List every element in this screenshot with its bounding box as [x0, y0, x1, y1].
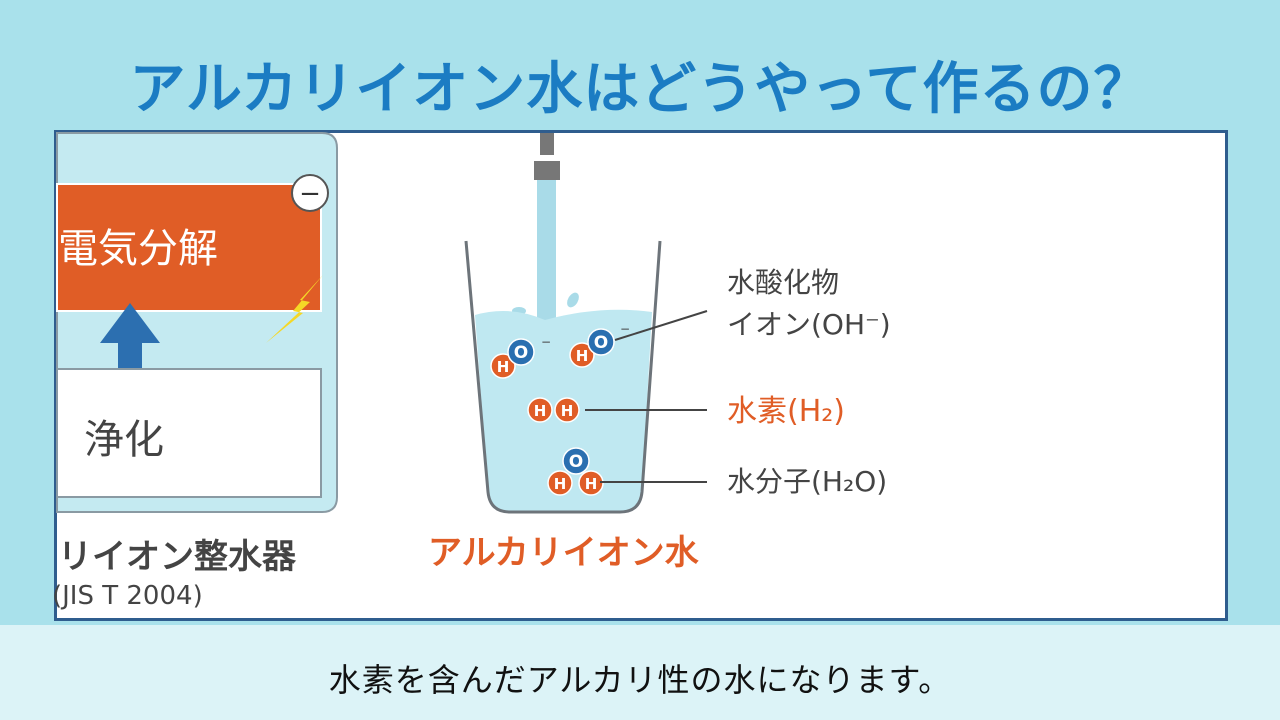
- hydrogen-atom: H: [527, 397, 553, 423]
- hydrogen-label: 水素(H₂): [727, 394, 845, 429]
- electrolysis-box: [56, 183, 322, 312]
- hydrogen-atom: H: [578, 470, 604, 496]
- minus-electrode-icon: −: [291, 174, 329, 212]
- oxygen-atom: O: [507, 338, 535, 366]
- device-name: リイオン整水器: [58, 537, 297, 577]
- up-arrow-icon: [100, 303, 160, 377]
- negative-charge-sign: −: [541, 335, 551, 349]
- hydrogen-atom: H: [490, 353, 516, 379]
- lightning-icon: [266, 275, 323, 343]
- device-standard: (JIS T 2004): [52, 581, 203, 611]
- hydroxide-label-line2: イオン(OH⁻): [727, 308, 891, 341]
- svg-text:H: H: [554, 475, 567, 493]
- svg-text:O: O: [569, 452, 583, 472]
- svg-text:H: H: [576, 347, 589, 365]
- negative-charge-sign: −: [620, 322, 630, 336]
- water-molecule-label: 水分子(H₂O): [727, 465, 887, 498]
- purification-label: 浄化: [84, 417, 164, 463]
- water-stream: [537, 180, 556, 320]
- oxygen-atom: O: [562, 447, 590, 475]
- subtitle-caption: 水素を含んだアルカリ性の水になります。: [328, 661, 952, 699]
- faucet-icon: [534, 133, 560, 180]
- subtitle-band: [0, 625, 1280, 720]
- hydrogen-atom: H: [554, 397, 580, 423]
- svg-text:−: −: [299, 179, 321, 209]
- purification-box: [56, 368, 322, 498]
- svg-text:H: H: [497, 358, 510, 376]
- hydroxide-label-line1: 水酸化物: [727, 266, 839, 299]
- svg-text:O: O: [514, 343, 528, 363]
- svg-text:H: H: [585, 475, 598, 493]
- leader-line-hydroxide: [614, 310, 708, 341]
- alkaline-water-label: アルカリイオン水: [428, 533, 700, 573]
- electrolysis-label: 電気分解: [58, 226, 218, 272]
- ionizer-device: 電気分解 − 浄化 リイオン整水器 (JIS T 2004): [52, 132, 338, 611]
- svg-text:H: H: [534, 402, 547, 420]
- hydrogen-atom: H: [547, 470, 573, 496]
- svg-text:O: O: [594, 333, 608, 353]
- svg-text:H: H: [561, 402, 574, 420]
- oxygen-atom: O: [587, 328, 615, 356]
- hydrogen-atom: H: [569, 342, 595, 368]
- page-title: アルカリイオン水はどうやって作るの？: [129, 57, 1151, 122]
